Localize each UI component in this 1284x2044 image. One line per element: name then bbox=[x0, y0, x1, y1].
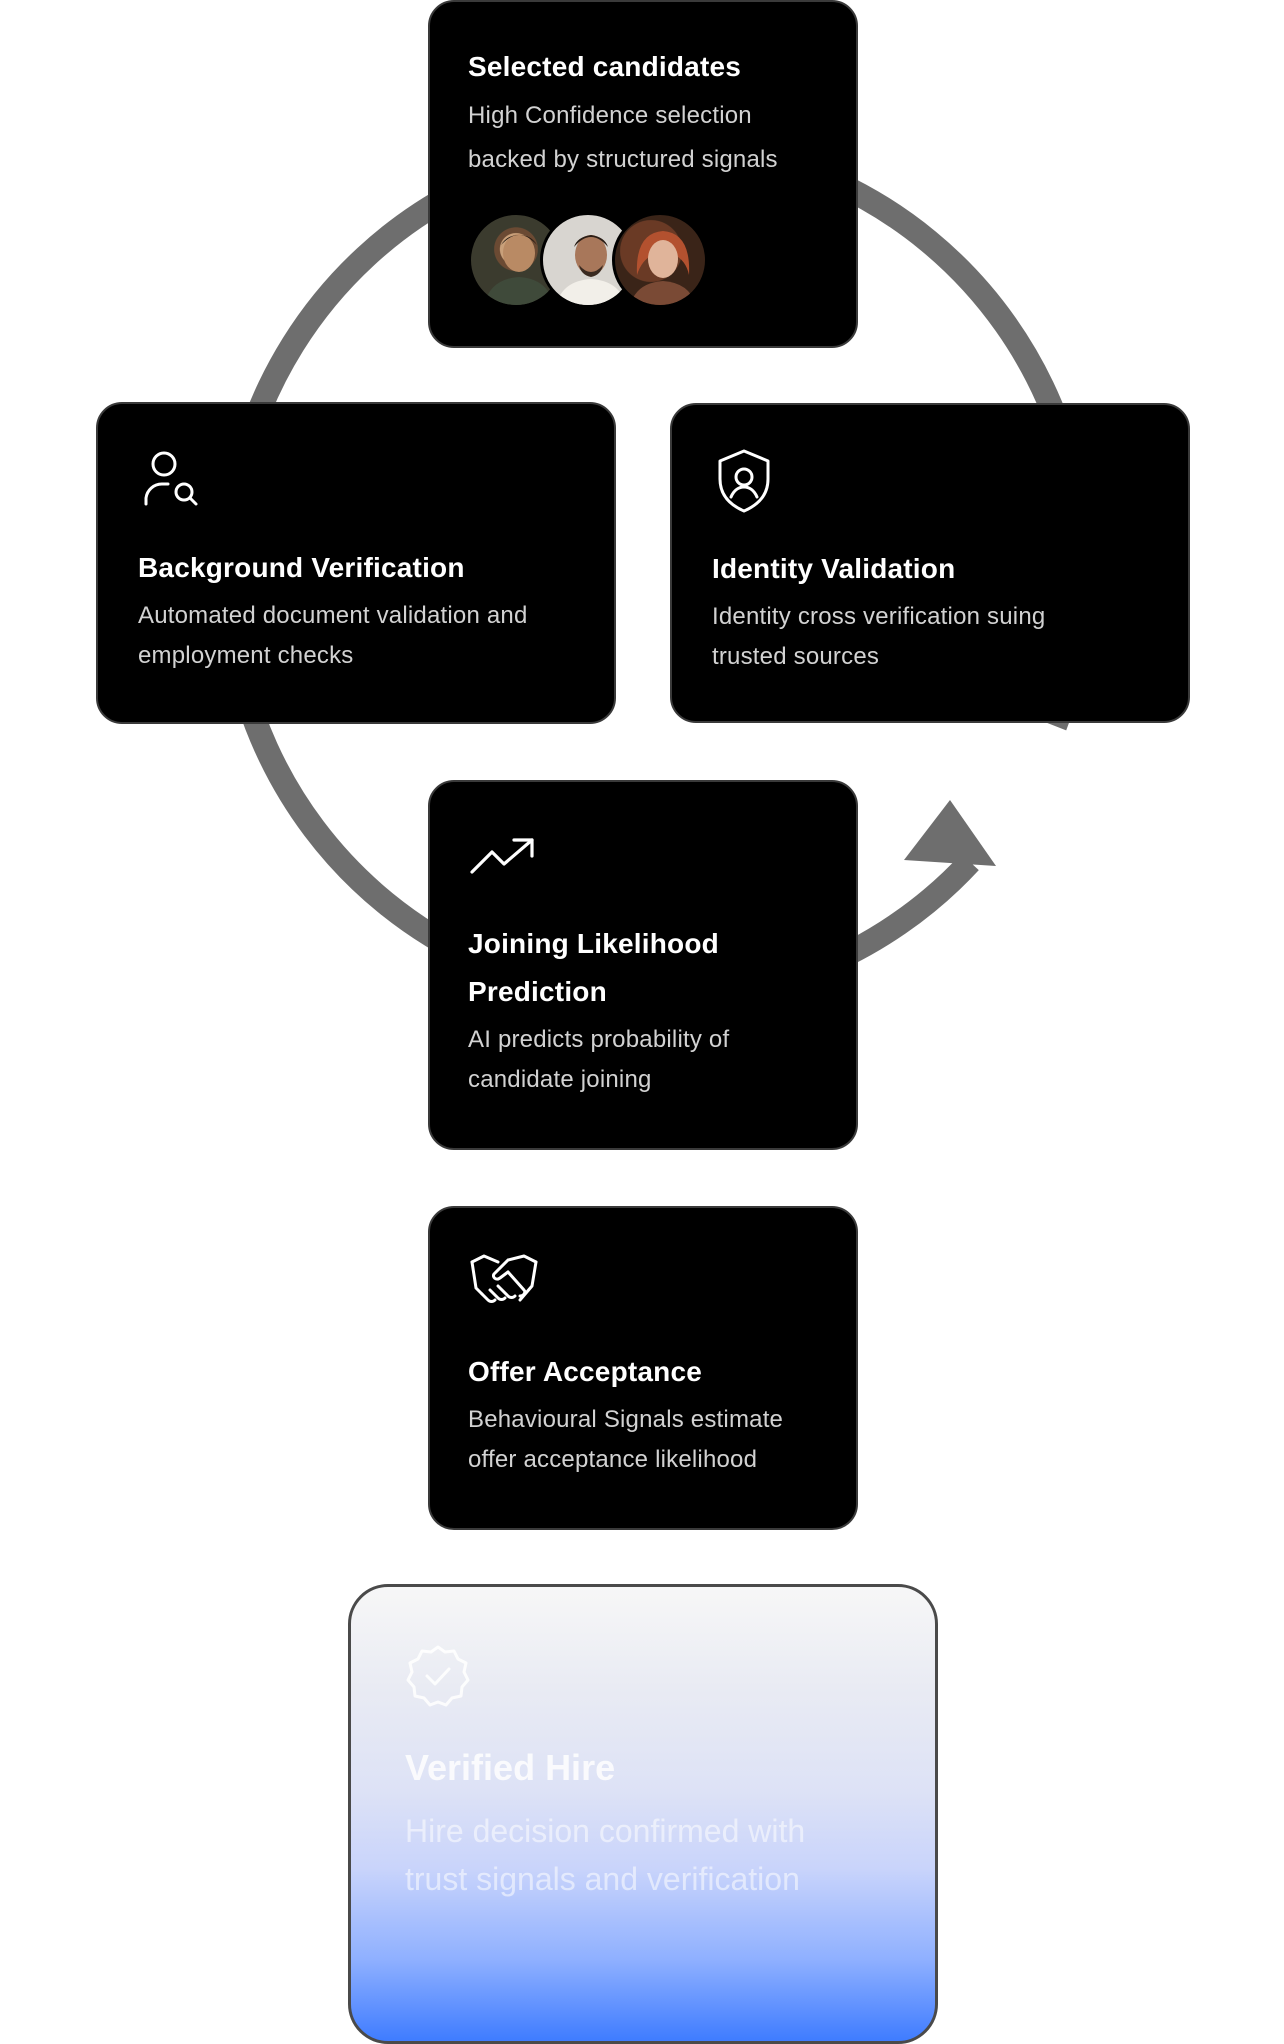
card-description-line: trust signals and verification bbox=[405, 1861, 800, 1897]
handshake-icon bbox=[470, 1254, 538, 1303]
verified-hire-card: Verified Hire Hire decision confirmed wi… bbox=[348, 1584, 938, 2044]
background-verification-card: Background Verification Automated docume… bbox=[96, 402, 616, 724]
card-title: Selected candidates bbox=[468, 51, 742, 82]
candidate-avatars bbox=[468, 212, 728, 308]
identity-validation-card: Identity Validation Identity cross verif… bbox=[670, 403, 1190, 723]
avatar-portrait-icon bbox=[556, 235, 626, 305]
card-description: Hire decision confirmed with trust signa… bbox=[405, 1807, 885, 1903]
card-title-line: Prediction bbox=[468, 976, 607, 1007]
selected-candidates-card: Selected candidates High Confidence sele… bbox=[428, 0, 858, 348]
card-description-line: backed by structured signals bbox=[468, 146, 778, 173]
card-title: Identity Validation bbox=[712, 553, 956, 584]
trending-up-icon bbox=[470, 838, 534, 874]
card-description-line: offer acceptance likelihood bbox=[468, 1446, 758, 1473]
avatar-candidate-3 bbox=[612, 212, 708, 308]
card-title: Verified Hire bbox=[405, 1747, 616, 1788]
loop-arrowhead bbox=[904, 800, 996, 866]
card-title-line: Joining Likelihood bbox=[468, 928, 719, 959]
card-description-line: AI predicts probability of bbox=[468, 1026, 730, 1053]
avatar-portrait-icon bbox=[630, 231, 696, 305]
card-description-line: candidate joining bbox=[468, 1066, 652, 1093]
joining-likelihood-card: Joining Likelihood Prediction AI predict… bbox=[428, 780, 858, 1150]
user-search-icon bbox=[144, 451, 198, 506]
avatar-portrait-icon bbox=[484, 234, 554, 305]
card-description-line: High Confidence selection bbox=[468, 102, 752, 129]
offer-acceptance-card: Offer Acceptance Behavioural Signals est… bbox=[428, 1206, 858, 1530]
card-description-line: Identity cross verification suing bbox=[712, 603, 1046, 630]
card-description-line: employment checks bbox=[138, 642, 354, 669]
verified-badge-icon bbox=[406, 1645, 470, 1707]
card-title: Background Verification bbox=[138, 552, 465, 583]
card-title: Offer Acceptance bbox=[468, 1356, 703, 1387]
shield-user-icon bbox=[718, 449, 770, 513]
card-description-line: Behavioural Signals estimate bbox=[468, 1406, 784, 1433]
card-description-line: Hire decision confirmed with bbox=[405, 1813, 806, 1849]
card-description-line: Automated document validation and bbox=[138, 602, 528, 629]
card-description-line: trusted sources bbox=[712, 643, 880, 670]
